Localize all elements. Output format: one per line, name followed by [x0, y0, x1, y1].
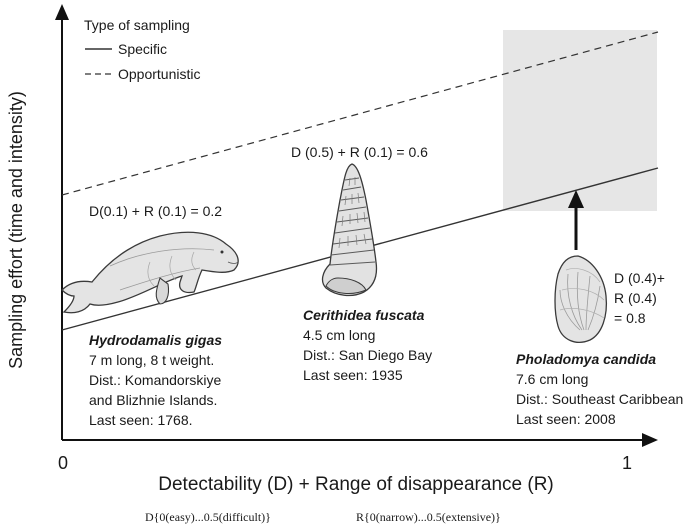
pholadomya-line-1: 7.6 cm long	[516, 371, 588, 387]
shaded-region	[503, 30, 657, 211]
hydrodamalis-line-1: 7 m long, 8 t weight.	[89, 352, 214, 368]
footnote-r-scale: R{0(narrow)...0.5(extensive)}	[356, 510, 501, 524]
pholadomya-formula-2: R (0.4)	[614, 290, 657, 306]
opportunistic-line	[61, 31, 659, 196]
y-axis-label: Sampling effort (time and intensity)	[6, 91, 26, 369]
pholadomya-line-3: Last seen: 2008	[516, 411, 616, 427]
hydrodamalis-formula: D(0.1) + R (0.1) = 0.2	[89, 203, 222, 219]
pholadomya-name: Pholadomya candida	[516, 351, 656, 367]
x-axis-arrow	[642, 433, 658, 447]
x-axis-label: Detectability (D) + Range of disappearan…	[158, 474, 554, 495]
cerithidea-formula: D (0.5) + R (0.1) = 0.6	[291, 144, 428, 160]
hydrodamalis-line-3: and Blizhnie Islands.	[89, 392, 217, 408]
sea-cow-illustration	[61, 231, 239, 314]
footnote-d-scale: D{0(easy)...0.5(difficult)}	[145, 510, 271, 524]
hydrodamalis-line-2: Dist.: Komandorskiye	[89, 372, 221, 388]
x-tick-start: 0	[58, 453, 68, 473]
clam-shell-illustration	[554, 255, 608, 343]
legend-specific-label: Specific	[118, 41, 167, 57]
hydrodamalis-line-4: Last seen: 1768.	[89, 412, 193, 428]
x-tick-end: 1	[622, 453, 632, 473]
improvement-arrow	[568, 190, 584, 250]
legend-title: Type of sampling	[84, 17, 190, 33]
cerithidea-name: Cerithidea fuscata	[303, 307, 425, 323]
cerithidea-line-2: Dist.: San Diego Bay	[303, 347, 432, 363]
cerithidea-line-1: 4.5 cm long	[303, 327, 375, 343]
pholadomya-line-2: Dist.: Southeast Caribbean	[516, 391, 683, 407]
y-axis-arrow	[55, 4, 69, 20]
cerithidea-line-3: Last seen: 1935	[303, 367, 403, 383]
snail-shell-illustration	[321, 163, 378, 297]
pholadomya-formula-1: D (0.4)+	[614, 270, 665, 286]
hydrodamalis-name: Hydrodamalis gigas	[89, 332, 222, 348]
pholadomya-formula-3: = 0.8	[614, 310, 646, 326]
legend-opportunistic-label: Opportunistic	[118, 66, 200, 82]
